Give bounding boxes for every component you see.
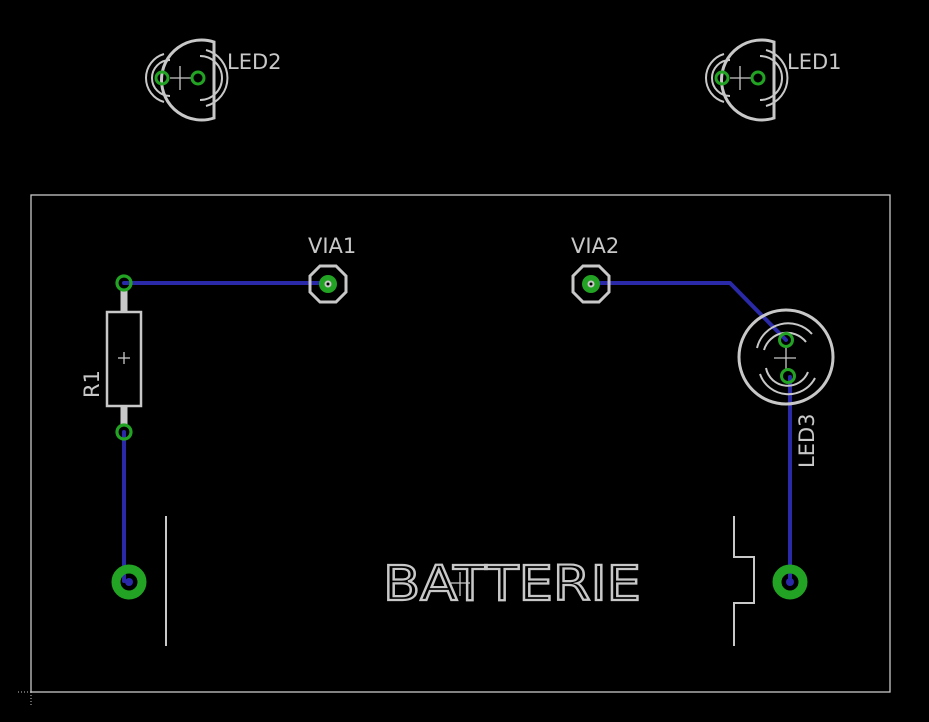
led1-pad-1[interactable] [714,70,730,86]
led1-footprint[interactable] [705,38,789,122]
led2-pad-1[interactable] [154,70,170,86]
r1-footprint[interactable] [105,274,143,441]
led2-footprint[interactable] [145,38,229,122]
r1-label: R1 [80,370,104,398]
via2-label: VIA2 [571,234,619,258]
led2-label: LED2 [227,50,282,74]
trace-via2-led3[interactable] [589,281,788,342]
origin-marker [18,680,44,705]
via2[interactable] [571,264,611,304]
traces [122,281,792,583]
led3-pad-1[interactable] [778,332,794,348]
led3-footprint[interactable] [737,308,835,406]
battery-label-origin-cross [451,572,470,596]
led1-pad-2[interactable] [750,70,766,86]
led2-pad-2[interactable] [190,70,206,86]
led3-pad-2[interactable] [780,368,796,384]
battery-pad-plus[interactable] [772,564,808,600]
battery-label: BATTERIE [383,556,641,612]
r1-pad-1[interactable] [115,274,133,292]
via1[interactable] [308,264,348,304]
battery-holder[interactable] [111,516,808,646]
board-outline [30,194,891,693]
r1-pad-2[interactable] [115,423,133,441]
led1-label: LED1 [787,50,842,74]
via1-label: VIA1 [308,234,356,258]
led3-label: LED3 [795,414,819,469]
battery-pad-minus[interactable] [111,564,147,600]
